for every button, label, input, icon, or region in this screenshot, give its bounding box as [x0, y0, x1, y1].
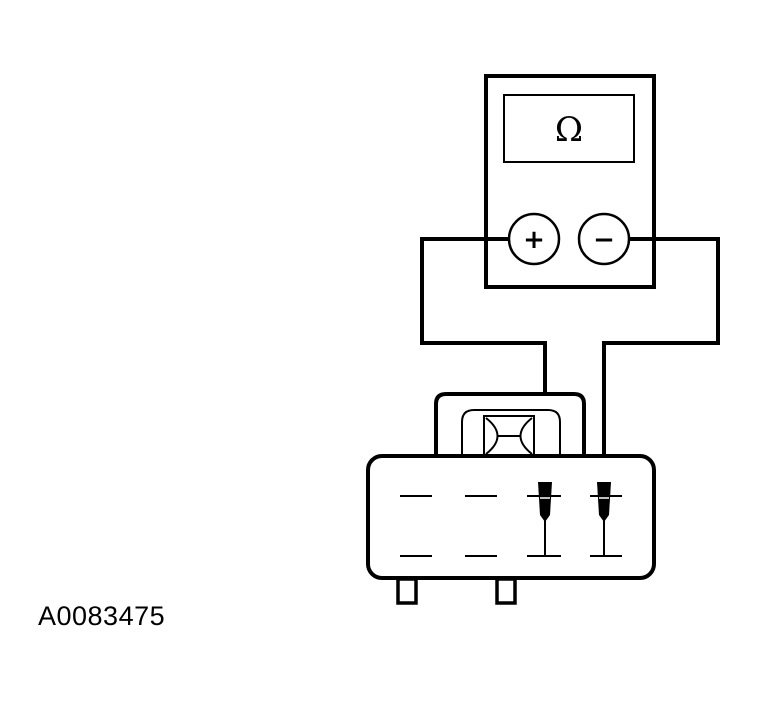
connector-foot-right	[495, 577, 517, 605]
negative-probe-tip	[597, 482, 611, 556]
ohmmeter-display	[503, 94, 635, 163]
connector-lock-tab	[434, 392, 586, 458]
negative-terminal-symbol: −	[593, 225, 615, 255]
figure-id-label: A0083475	[38, 601, 166, 631]
ohm-symbol: Ω	[555, 110, 583, 150]
connector-foot-left	[396, 577, 418, 605]
positive-terminal-symbol: +	[523, 225, 545, 255]
electrical-connector	[366, 392, 656, 605]
ohmmeter-body	[484, 74, 656, 289]
negative-test-lead	[602, 237, 720, 482]
connector-body	[366, 454, 656, 580]
lock-tab-detail	[461, 409, 561, 456]
ohmmeter	[484, 74, 656, 289]
positive-probe-tip	[538, 482, 552, 556]
positive-test-lead	[420, 237, 547, 482]
